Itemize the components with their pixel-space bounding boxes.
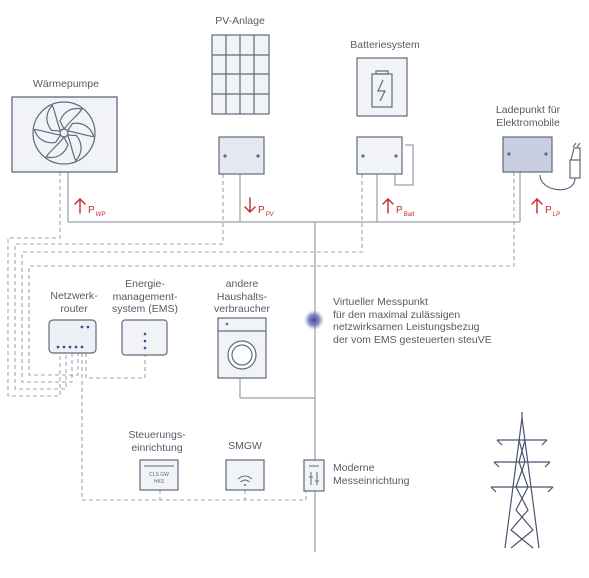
heat-pump [11, 96, 118, 173]
ems-device [121, 319, 168, 356]
battery-inverter [356, 136, 403, 175]
virtual-point-label: Virtueller Messpunkt für den maximal zul… [333, 296, 492, 346]
heat-pump-label: Wärmepumpe [33, 78, 99, 90]
ev-charger [502, 136, 581, 191]
communication-lines [7, 172, 515, 501]
smgw-device [225, 459, 265, 491]
smgw-label: SMGW [228, 440, 262, 452]
battery-unit [356, 57, 408, 117]
power-bus [67, 144, 521, 552]
arrow-down-pv [244, 197, 256, 213]
ems-label: Energie- management- system (EMS) [112, 278, 178, 315]
network-router [48, 319, 97, 354]
fan-icon [32, 101, 96, 165]
charging-plug-icon [539, 142, 581, 191]
arrow-up-wp [74, 198, 86, 214]
washing-machine [217, 317, 267, 379]
meter-label: Moderne Messeinrichtung [333, 462, 410, 487]
control-device: CLS GW HKS [139, 459, 179, 491]
power-label-pv: PPV [258, 205, 274, 218]
wifi-icon [237, 475, 253, 483]
control-device-label: Steuerungs- einrichtung [128, 429, 186, 454]
arrow-up-lp [531, 198, 543, 214]
pv-system-label: PV-Anlage [215, 15, 265, 27]
virtual-measuring-point [304, 310, 324, 330]
power-label-batt: PBatt [396, 205, 415, 218]
battery-icon [371, 70, 393, 108]
svg-text:CLS GW: CLS GW [149, 472, 169, 478]
arrow-up-batt [382, 198, 394, 214]
pv-inverter [218, 136, 265, 175]
transmission-tower-icon [490, 412, 554, 549]
power-label-wp: PWP [88, 205, 106, 218]
power-label-lp: PLP [545, 205, 561, 218]
svg-text:HKS: HKS [154, 479, 165, 485]
smart-meter [303, 459, 325, 492]
battery-system-label: Batteriesystem [350, 39, 420, 51]
power-arrows [74, 197, 543, 214]
ev-charger-label: Ladepunkt für Elektromobile [495, 104, 561, 129]
pv-panel [211, 34, 270, 115]
other-consumers-label: andere Haushalts- verbraucher [213, 278, 271, 315]
network-router-label: Netzwerk- router [50, 290, 98, 315]
